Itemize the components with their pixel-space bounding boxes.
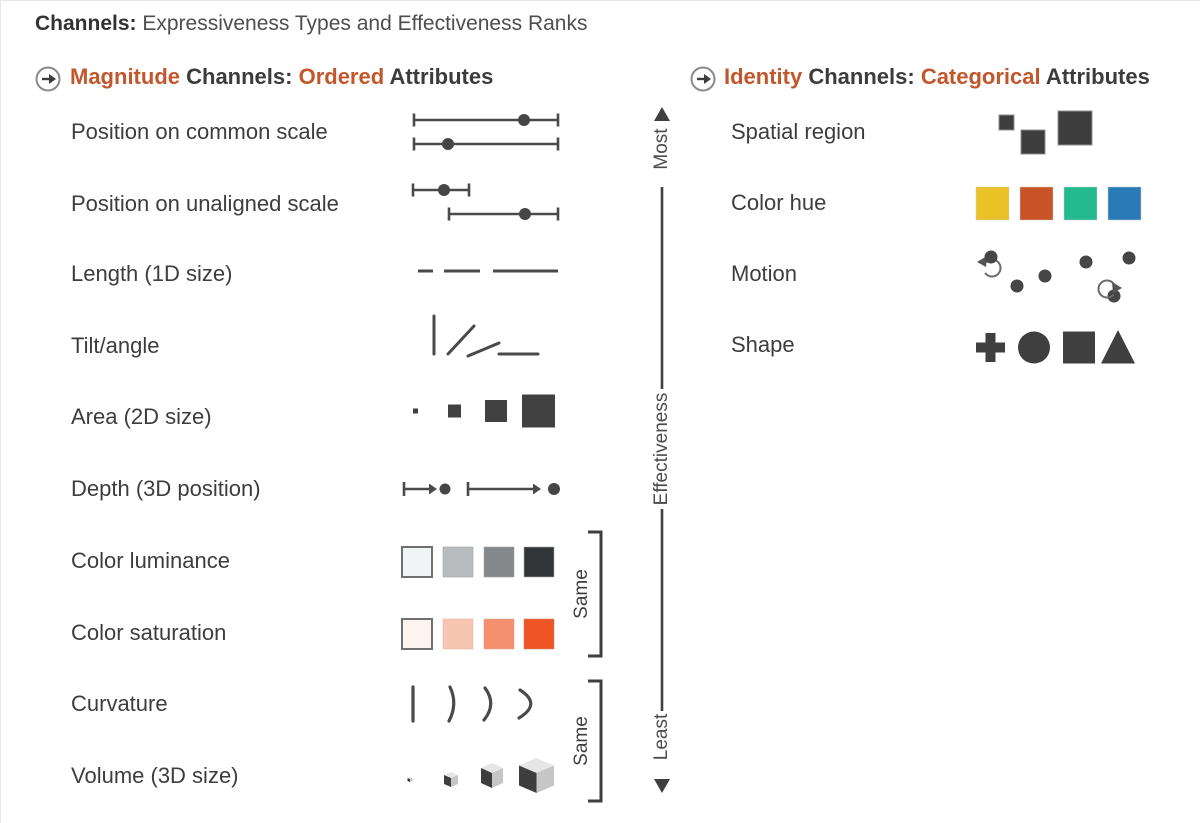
- cube-3: [481, 763, 503, 788]
- area-glyph: [413, 394, 555, 428]
- identity-section-header: Identity Channels: Categorical Attribute…: [724, 64, 1150, 89]
- color-luminance-glyph: [401, 546, 555, 578]
- row-label-shape: Shape: [731, 332, 795, 357]
- circle-shape: [1018, 331, 1050, 364]
- effectiveness-axis: Most Effectiveness Least: [651, 107, 672, 793]
- cube-4: [519, 758, 554, 793]
- figure-title-rest: Expressiveness Types and Effectiveness R…: [136, 12, 588, 35]
- row-label-luminance: Color luminance: [71, 548, 230, 573]
- row-label-motion: Motion: [731, 261, 798, 286]
- axis-arrow-up-icon: [654, 107, 670, 121]
- row-label-tilt: Tilt/angle: [71, 333, 160, 358]
- motion-glyph: [977, 250, 1136, 303]
- cube-2: [444, 772, 458, 787]
- categorical-word: Categorical: [920, 64, 1041, 89]
- ordered-word: Ordered: [298, 64, 385, 89]
- identity-word: Identity: [724, 64, 803, 89]
- row-label-volume: Volume (3D size): [71, 763, 239, 788]
- row-label-color-hue: Color hue: [731, 190, 827, 215]
- same-label: Same: [571, 716, 592, 766]
- volume-glyph: [407, 758, 554, 793]
- row-label-saturation: Color saturation: [71, 620, 227, 645]
- color-saturation-glyph: [401, 618, 555, 650]
- row-label-curvature: Curvature: [71, 691, 168, 716]
- axis-least-label: Least: [651, 713, 672, 760]
- row-label-position-unaligned: Position on unaligned scale: [71, 191, 339, 216]
- color-hue-glyph: [975, 186, 1142, 221]
- length-glyph: [418, 269, 558, 273]
- axis-arrow-down-icon: [654, 779, 670, 793]
- figure-title: Channels: Expressiveness Types and Effec…: [35, 12, 587, 36]
- cube-1: [407, 777, 413, 782]
- position-common-scale-glyph: [412, 113, 560, 151]
- row-label-area: Area (2D size): [71, 404, 212, 429]
- shape-glyph: [976, 330, 1135, 364]
- spatial-region-glyph: [998, 110, 1093, 155]
- tilt-angle-glyph: [432, 314, 540, 358]
- row-label-length: Length (1D size): [71, 261, 233, 286]
- circled-arrow-icon: [35, 66, 61, 92]
- row-label-spatial-region: Spatial region: [731, 119, 866, 144]
- depth-glyph: [402, 482, 560, 496]
- row-label-position-common: Position on common scale: [71, 119, 328, 144]
- axis-effectiveness-label: Effectiveness: [651, 393, 672, 506]
- curvature-glyph: [411, 685, 533, 723]
- magnitude-word: Magnitude: [70, 64, 180, 89]
- triangle-shape: [1101, 330, 1135, 364]
- magnitude-section-header: Magnitude Channels: Ordered Attributes: [70, 64, 494, 89]
- square-shape: [1063, 331, 1095, 364]
- axis-most-label: Most: [651, 128, 672, 170]
- row-label-depth: Depth (3D position): [71, 476, 261, 501]
- figure-title-keyword: Channels:: [35, 12, 137, 35]
- same-bracket-luminance-saturation: Same: [571, 530, 603, 658]
- same-label: Same: [571, 569, 592, 619]
- circled-arrow-icon: [690, 66, 716, 92]
- same-bracket-curvature-volume: Same: [571, 679, 603, 803]
- position-unaligned-scale-glyph: [411, 183, 560, 221]
